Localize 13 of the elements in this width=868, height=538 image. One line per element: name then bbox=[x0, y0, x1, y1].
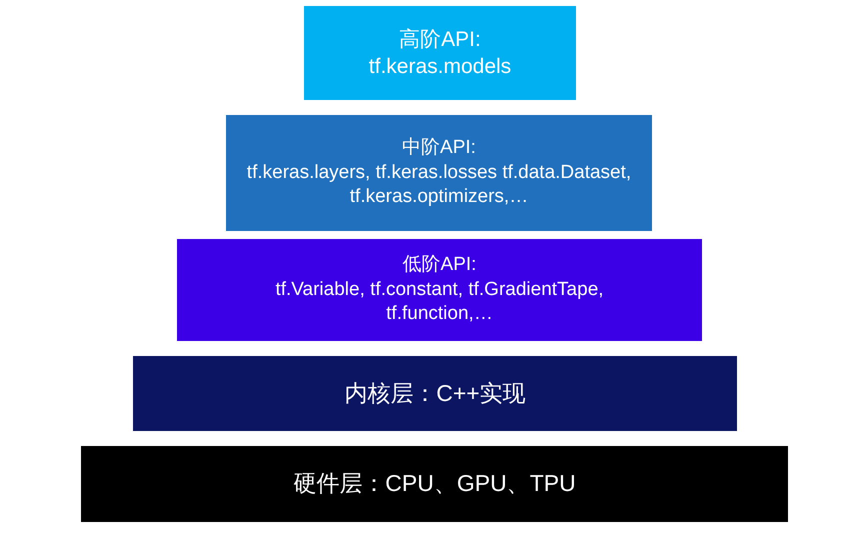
layer-text: tf.keras.layers, tf.keras.losses tf.data.Dataset, tf.keras.optimizers,… bbox=[246, 160, 632, 210]
layer-title: 中阶API: bbox=[402, 136, 476, 160]
layer-box bbox=[133, 356, 737, 431]
layer-title: 高阶API: bbox=[399, 26, 481, 53]
layer-text: tf.keras.models bbox=[368, 54, 512, 80]
layer-box bbox=[177, 239, 702, 341]
layer-title: 低阶API: bbox=[402, 252, 476, 277]
layer-box bbox=[304, 6, 576, 100]
layer-title: 硬件层：CPU、GPU、TPU bbox=[293, 469, 576, 498]
layer-box bbox=[226, 115, 652, 231]
layer-box bbox=[81, 446, 788, 522]
layer-text: tf.Variable, tf.constant, tf.GradientTape, tf.function,… bbox=[274, 278, 605, 326]
layer-title: 内核层：C++实现 bbox=[344, 378, 526, 408]
